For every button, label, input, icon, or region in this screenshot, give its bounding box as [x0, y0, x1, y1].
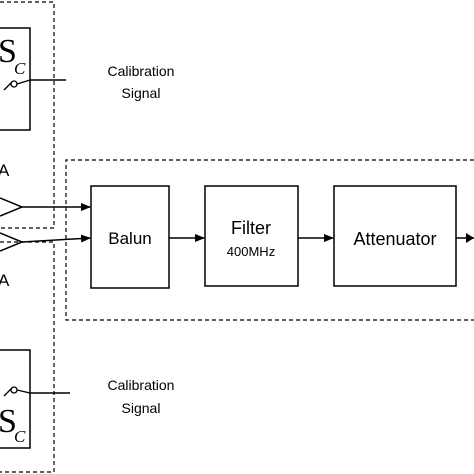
filter-label: Filter: [231, 218, 271, 238]
attenuator-block: [333, 185, 457, 287]
top-switch-icon: [3, 79, 31, 91]
top-switch-box: [0, 27, 31, 131]
attenuator-label: Attenuator: [353, 229, 436, 249]
receiver-dashed-region: [65, 159, 474, 321]
bottom-calibration-label-line1: Calibration: [108, 377, 175, 393]
bottom-dashed-region: [0, 241, 55, 473]
bottom-calibration-label-line2: Signal: [122, 400, 161, 416]
top-calibration-label-line1: Calibration: [108, 63, 175, 79]
bottom-switch-symbol: S: [0, 403, 17, 440]
bottom-switch-subscript: C: [14, 427, 26, 446]
bottom-switch-box: [0, 349, 31, 449]
balun-label: Balun: [108, 229, 151, 248]
top-switch-subscript: C: [14, 59, 26, 78]
top-calibration-label-line2: Signal: [122, 85, 161, 101]
bottom-switch-icon: [3, 386, 31, 397]
filter-block: [204, 185, 299, 287]
top-amplifier-icon: [0, 197, 24, 217]
top-amp-label: A: [0, 161, 10, 180]
attenuator-output-arrowhead: [466, 233, 474, 243]
bottom-amp-to-balun-arrow: [21, 234, 91, 243]
top-switch-symbol: S: [0, 33, 17, 70]
bottom-amp-label: A: [0, 271, 10, 290]
filter-sublabel: 400MHz: [227, 244, 275, 259]
balun-block: [90, 185, 170, 289]
